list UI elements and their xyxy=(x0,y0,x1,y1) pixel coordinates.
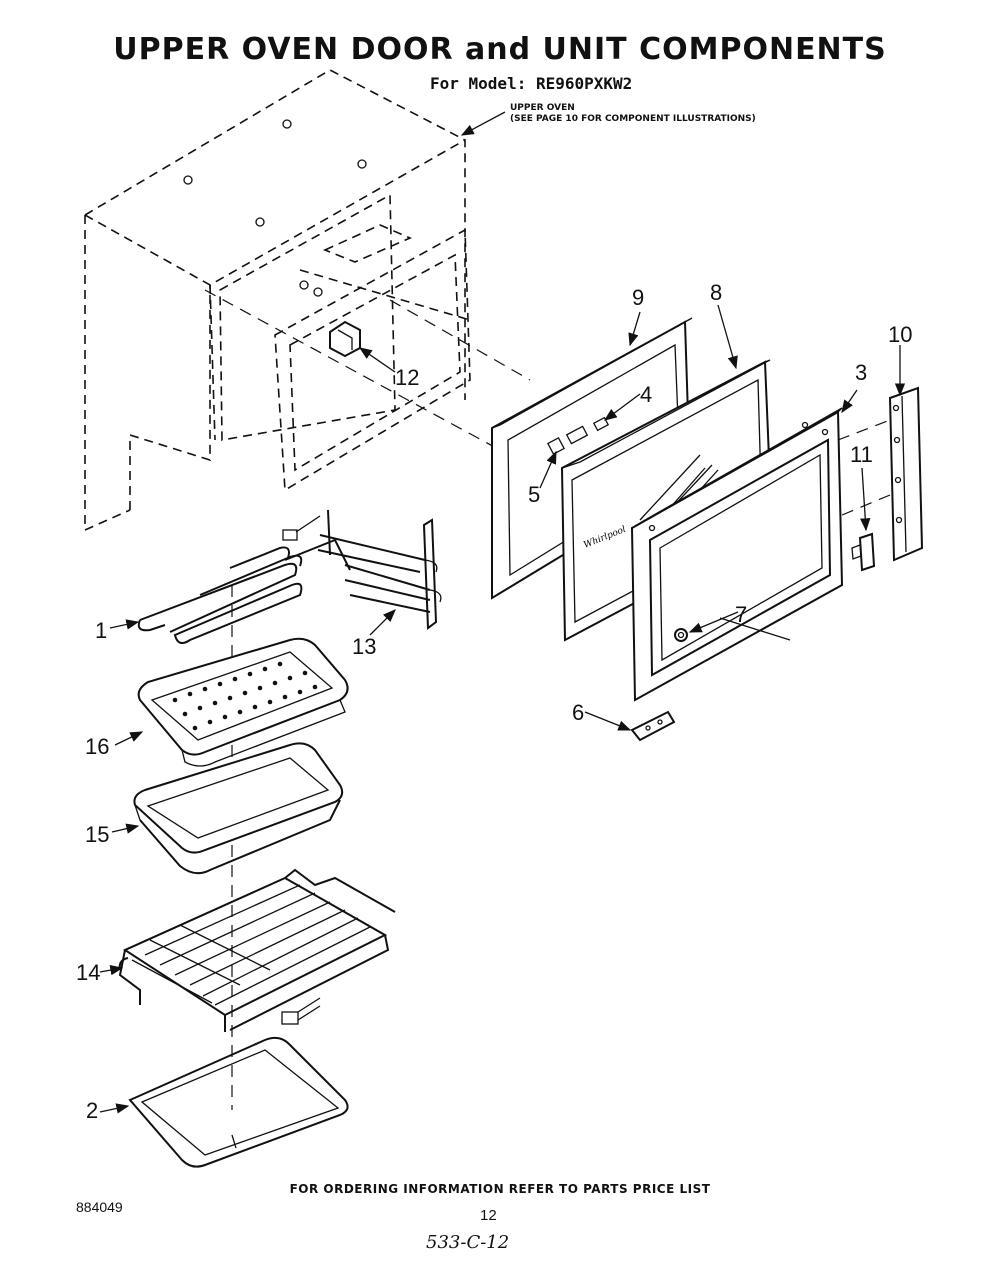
leader-5 xyxy=(539,450,557,489)
callout-2: 2 xyxy=(86,1098,98,1123)
leader-4 xyxy=(603,393,641,421)
leader-13 xyxy=(369,609,396,636)
part-6-hinge xyxy=(630,710,676,742)
leader-3 xyxy=(841,389,858,414)
part-7-bumper xyxy=(674,628,688,642)
callout-13: 13 xyxy=(352,634,376,659)
callout-16: 16 xyxy=(85,734,109,759)
part-11-clip xyxy=(851,532,876,572)
leader-9 xyxy=(628,311,641,347)
leader-14 xyxy=(99,964,124,976)
align-line-a xyxy=(204,289,501,451)
part-15-broiler-pan xyxy=(133,742,344,875)
leader-7 xyxy=(688,611,739,633)
upper-oven-leader xyxy=(460,111,506,136)
model-subtitle: For Model: RE960PXKW2 xyxy=(430,74,633,93)
part-16-broiler-grid xyxy=(137,637,349,767)
part-3-outer-door-frame xyxy=(630,407,844,702)
align-line-c xyxy=(837,419,891,441)
part-14-oven-rack xyxy=(118,868,396,1032)
callout-4: 4 xyxy=(640,382,652,407)
align-line-b xyxy=(389,299,531,381)
callout-12: 12 xyxy=(395,365,419,390)
callout-7: 7 xyxy=(735,602,747,627)
part-1-broil-element xyxy=(137,515,351,645)
upper-oven-cabinet xyxy=(84,69,471,532)
leader-12 xyxy=(358,347,396,373)
leader-8 xyxy=(717,304,738,370)
part-13-rack-supports xyxy=(317,509,442,630)
callout-14: 14 xyxy=(76,960,100,985)
callout-5: 5 xyxy=(528,482,540,507)
leader-7-tail xyxy=(719,617,791,641)
upper-oven-note-line1: UPPER OVEN xyxy=(510,103,575,113)
leader-6 xyxy=(584,711,632,731)
leader-2 xyxy=(99,1103,130,1114)
upper-oven-note: UPPER OVEN (SEE PAGE 10 FOR COMPONENT IL… xyxy=(510,103,756,125)
callout-10: 10 xyxy=(888,322,912,347)
callout-1: 1 xyxy=(95,618,107,643)
part-12-bracket xyxy=(329,320,361,358)
callout-9: 9 xyxy=(632,285,644,310)
document-number: 884049 xyxy=(76,1199,123,1215)
page-number: 12 xyxy=(480,1207,497,1224)
callout-15: 15 xyxy=(85,822,109,847)
leader-16 xyxy=(114,731,144,746)
align-line-d xyxy=(841,494,891,516)
leader-15 xyxy=(111,823,140,834)
leader-1 xyxy=(109,619,140,630)
leader-11 xyxy=(860,467,871,532)
callout-11: 11 xyxy=(850,442,873,467)
handwritten-note: 533-C-12 xyxy=(426,1232,510,1253)
part-10-handle xyxy=(888,386,924,562)
page-title: UPPER OVEN DOOR and UNIT COMPONENTS xyxy=(113,32,887,67)
upper-oven-note-line2: (SEE PAGE 10 FOR COMPONENT ILLUSTRATIONS… xyxy=(510,114,756,124)
part-2-bake-element xyxy=(128,997,349,1168)
callout-6: 6 xyxy=(572,700,584,725)
callout-3: 3 xyxy=(855,360,867,385)
ordering-footer: FOR ORDERING INFORMATION REFER TO PARTS … xyxy=(289,1182,711,1196)
callout-8: 8 xyxy=(710,280,722,305)
